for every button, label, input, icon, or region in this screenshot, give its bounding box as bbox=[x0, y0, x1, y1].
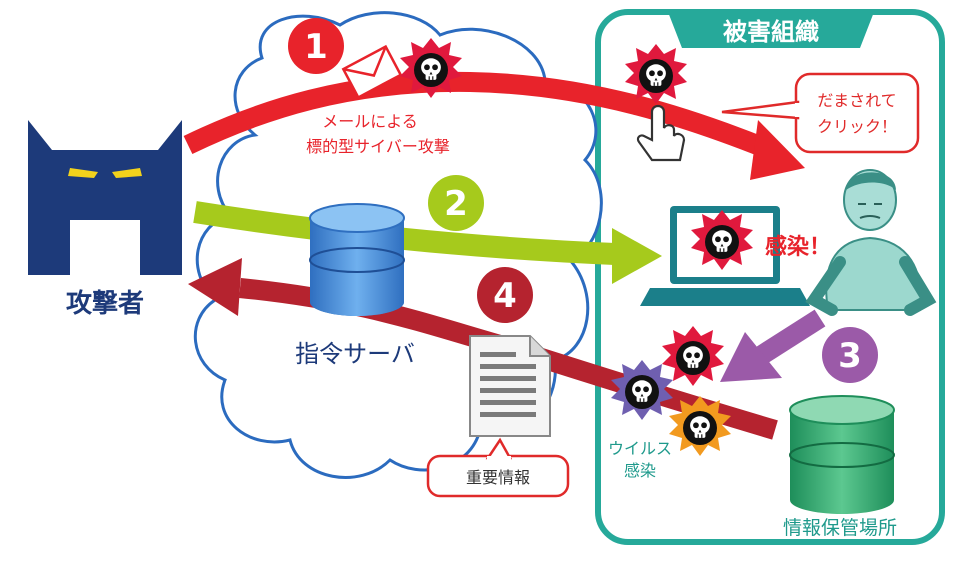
email-attack-label-line1: メールによる bbox=[322, 112, 418, 131]
step-4-badge: 4 bbox=[477, 267, 533, 323]
important-info-label: 重要情報 bbox=[466, 468, 530, 487]
svg-text:1: 1 bbox=[304, 27, 328, 67]
fooled-label-line2: クリック！ bbox=[817, 117, 897, 136]
svg-text:2: 2 bbox=[444, 184, 468, 224]
virus-skull-icon-email bbox=[400, 38, 462, 98]
important-info-callout: 重要情報 bbox=[426, 437, 570, 498]
infected-label: 感染！ bbox=[765, 234, 831, 260]
attacker-figure: 攻撃者 bbox=[28, 120, 182, 319]
fooled-click-callout: だまされて クリック！ bbox=[721, 72, 920, 154]
email-envelope-icon bbox=[341, 44, 403, 100]
data-storage-label: 情報保管場所 bbox=[783, 517, 897, 539]
virus-infection-label-line2: 感染 bbox=[624, 461, 656, 480]
virus-infection-label-line1: ウイルス bbox=[608, 439, 672, 458]
virus-skull-icon-org bbox=[625, 44, 687, 104]
attacker-label: 攻撃者 bbox=[66, 289, 144, 319]
virus-skull-icon-purple bbox=[611, 360, 673, 420]
fooled-label-line1: だまされて bbox=[817, 91, 896, 110]
step-1-badge: 1 bbox=[288, 18, 344, 74]
cnc-server-database-icon bbox=[309, 203, 405, 316]
document-icon bbox=[469, 335, 551, 437]
cnc-server-label: 指令サーバ bbox=[295, 340, 415, 368]
arrow-step-1 bbox=[183, 71, 805, 180]
email-attack-label-line2: 標的型サイバー攻撃 bbox=[306, 137, 450, 156]
arrow-step-3 bbox=[720, 309, 826, 382]
svg-text:4: 4 bbox=[493, 276, 517, 316]
victim-org-title: 被害組織 bbox=[723, 18, 819, 46]
svg-text:3: 3 bbox=[838, 336, 862, 376]
virus-skull-icon-laptop bbox=[691, 210, 753, 270]
step-2-badge: 2 bbox=[428, 175, 484, 231]
victim-person-figure bbox=[805, 169, 937, 316]
clicking-hand-icon bbox=[636, 104, 686, 162]
data-storage-database-icon bbox=[789, 395, 895, 514]
virus-skull-icon-red bbox=[662, 326, 724, 386]
virus-skull-icon-orange bbox=[669, 396, 731, 456]
step-3-badge: 3 bbox=[822, 327, 878, 383]
